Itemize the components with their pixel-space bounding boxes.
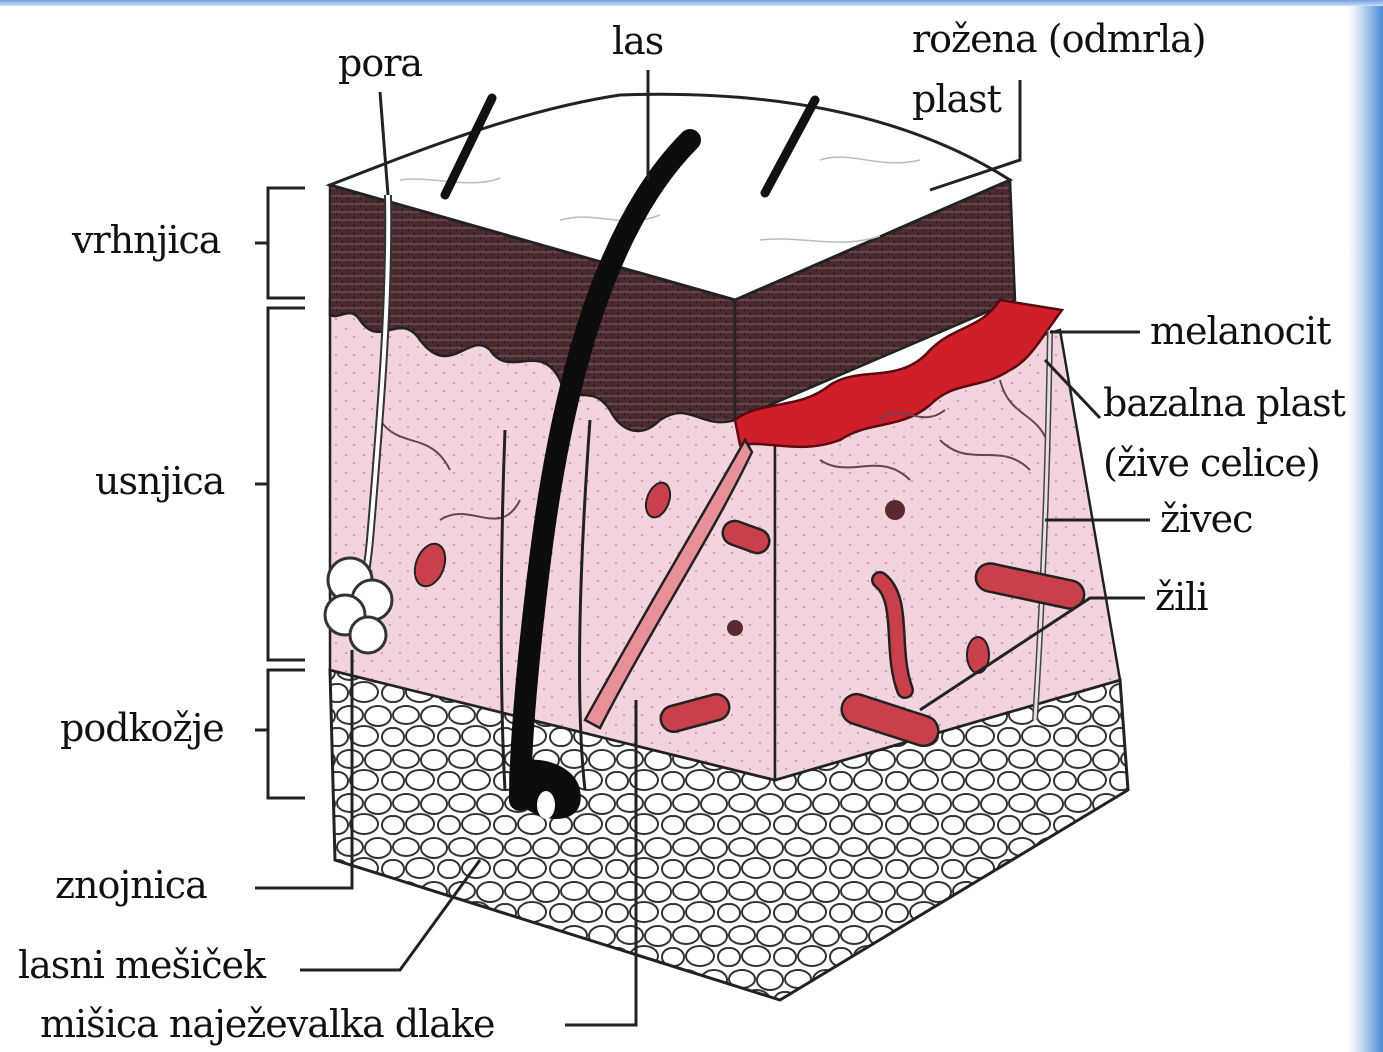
skin-block <box>325 94 1128 1000</box>
label-bazalna-line2: (žive celice) <box>1103 441 1320 485</box>
label-rozena-line2: plast <box>912 77 1002 121</box>
label-pora: pora <box>338 41 422 85</box>
label-melanocit: melanocit <box>1150 309 1331 353</box>
label-znojnica: znojnica <box>55 863 207 907</box>
label-usnjica: usnjica <box>95 459 225 503</box>
label-lasni-mesicek: lasni mešiček <box>18 943 267 987</box>
label-bazalna-line1: bazalna plast <box>1103 381 1346 425</box>
label-las: las <box>612 19 663 63</box>
label-zili: žili <box>1155 575 1208 619</box>
label-vrhnjica: vrhnjica <box>71 218 221 262</box>
label-podkozje: podkožje <box>60 706 224 750</box>
label-zivec: živec <box>1160 497 1252 541</box>
label-misica-najezevalka: mišica naježevalka dlake <box>40 1002 494 1046</box>
label-rozena-line1: rožena (odmrla) <box>912 17 1206 61</box>
